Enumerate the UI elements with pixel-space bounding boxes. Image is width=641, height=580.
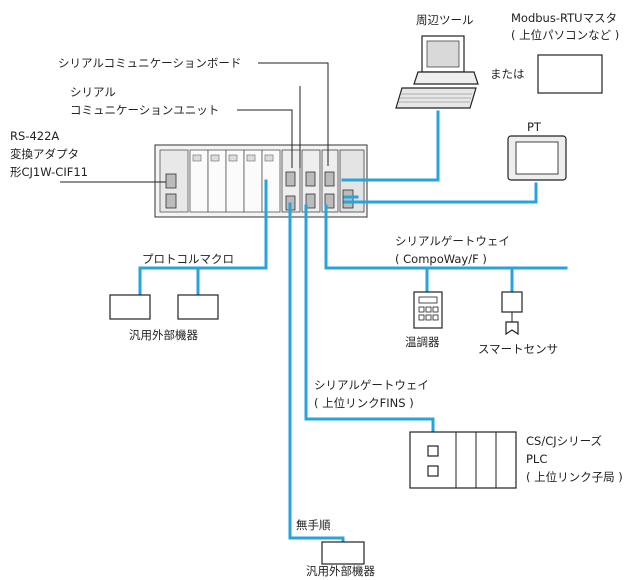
general-device-box-1 xyxy=(109,294,151,320)
temperature-controller-icon xyxy=(413,291,443,329)
computer-icon xyxy=(395,35,479,109)
general-device-box-2 xyxy=(177,294,219,320)
label-general-device-2: 汎用外部機器 xyxy=(306,564,375,578)
label-pt: PT xyxy=(527,120,542,134)
smart-sensor-icon xyxy=(501,291,523,336)
label-no-protocol: 無手順 xyxy=(296,518,331,532)
label-serial-comm-unit-1: シリアル xyxy=(70,85,116,99)
general-device-box-3 xyxy=(321,541,365,565)
label-general-device-1: 汎用外部機器 xyxy=(129,328,198,342)
label-rs422-3: 形CJ1W-CIF11 xyxy=(10,165,88,179)
label-gateway-compoway-2: ( CompoWay/F ) xyxy=(395,252,487,266)
label-rs422-1: RS-422A xyxy=(10,129,59,143)
label-cs-cj-2: PLC xyxy=(526,452,547,466)
modbus-master-box xyxy=(537,54,603,94)
label-gateway-compoway-1: シリアルゲートウェイ xyxy=(395,234,510,248)
label-smart-sensor: スマートセンサ xyxy=(478,342,558,356)
label-rs422-2: 変換アダプタ xyxy=(10,147,79,161)
cs-cj-plc-icon xyxy=(409,431,517,489)
label-gateway-fins-1: シリアルゲートウェイ xyxy=(314,378,429,392)
label-temp-controller: 温調器 xyxy=(405,335,440,349)
label-or: または xyxy=(490,67,525,81)
label-gateway-fins-2: ( 上位リンクFINS ) xyxy=(314,396,414,410)
label-protocol-macro: プロトコルマクロ xyxy=(142,252,234,266)
label-serial-comm-unit-2: コミュニケーションユニット xyxy=(70,103,219,117)
pt-icon xyxy=(507,135,567,181)
label-peripheral-tool: 周辺ツール xyxy=(416,13,474,27)
label-modbus-master-2: ( 上位パソコンなど ) xyxy=(511,28,619,42)
label-serial-comm-board: シリアルコミュニケーションボード xyxy=(58,56,241,70)
label-modbus-master-1: Modbus-RTUマスタ xyxy=(511,11,617,25)
label-cs-cj-1: CS/CJシリーズ xyxy=(526,434,602,448)
label-cs-cj-3: ( 上位リンク子局 ) xyxy=(526,470,623,484)
plc-rack xyxy=(154,144,368,218)
leader-lines xyxy=(60,62,329,183)
